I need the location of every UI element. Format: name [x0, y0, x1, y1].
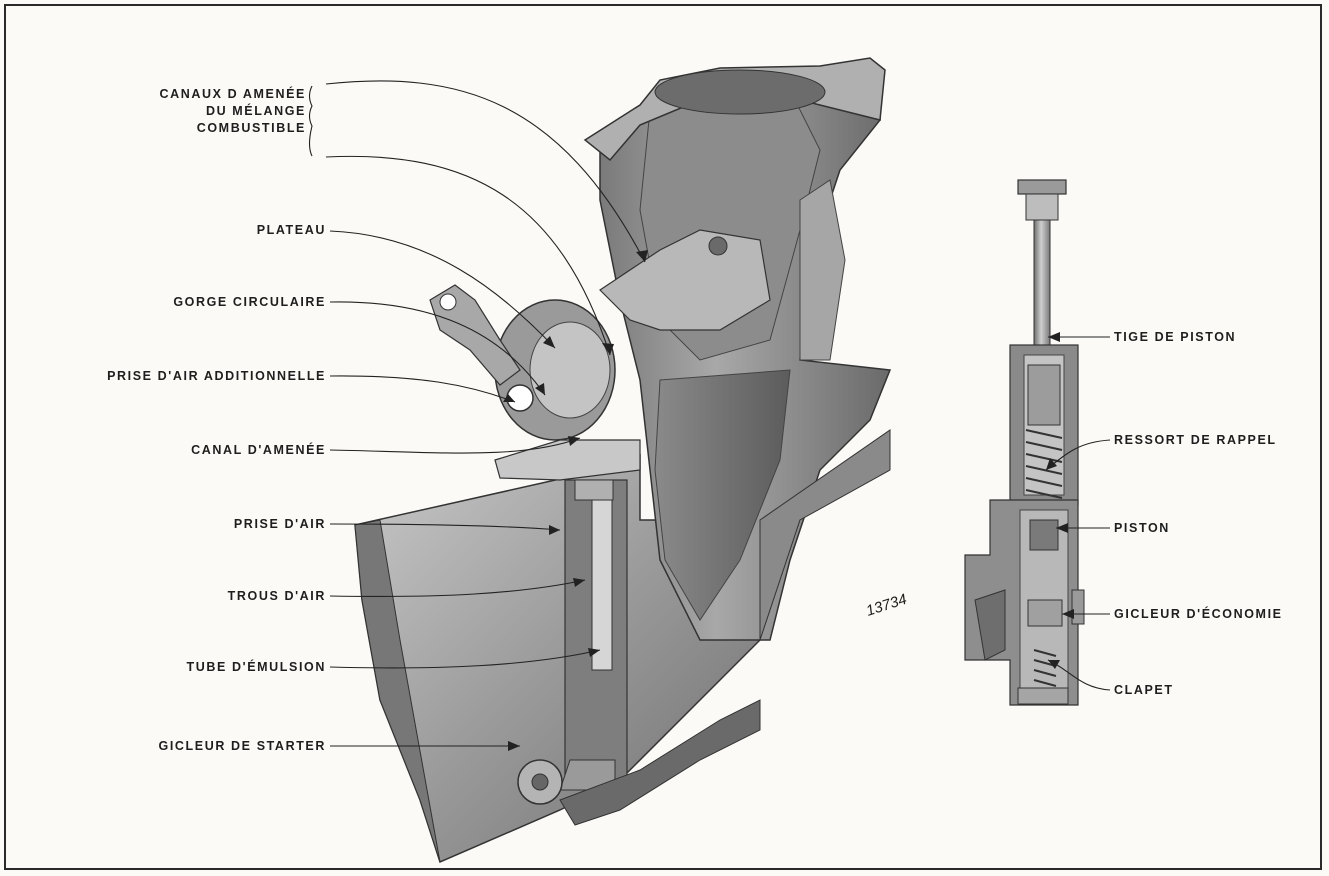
arrow-canaux-2 — [602, 343, 614, 355]
leader-trous — [329, 579, 586, 598]
return-spring — [1025, 429, 1063, 499]
label-canaux-line3: COMBUSTIBLE — [196, 121, 306, 135]
valve-spring — [1033, 649, 1057, 687]
arrow-gorge — [535, 383, 545, 395]
leader-prise-air — [329, 523, 561, 531]
label-canaux: CANAUX D AMENÉE DU MÉLANGE COMBUSTIBLE — [96, 86, 306, 137]
main-carburetor-body: 13734 — [354, 57, 909, 864]
flange-bore-opening — [654, 69, 826, 115]
label-gorge: GORGE CIRCULAIRE — [173, 295, 326, 309]
canal-plate — [494, 439, 641, 481]
arrow-gicleur-eco — [1062, 609, 1074, 619]
starter-jet-center — [531, 773, 549, 791]
lever-hole — [439, 293, 457, 311]
body-right-edge — [759, 429, 891, 641]
screw-hole — [708, 236, 728, 256]
label-prise-add: PRISE D'AIR ADDITIONNELLE — [107, 369, 326, 383]
label-gicleur-starter: GICLEUR DE STARTER — [158, 739, 326, 753]
piston-top — [1027, 364, 1061, 426]
label-canaux-line1: CANAUX D AMENÉE — [159, 87, 306, 101]
body-left-face — [354, 519, 441, 863]
label-trous: TROUS D'AIR — [227, 589, 326, 603]
arrow-tige — [1048, 332, 1060, 342]
right-fitting — [1071, 589, 1085, 625]
economy-jet — [1027, 599, 1063, 627]
label-tige: TIGE DE PISTON — [1114, 330, 1237, 344]
arrow-ressort — [1046, 458, 1057, 470]
leader-tube — [329, 649, 601, 669]
arrow-prise-air — [549, 525, 560, 535]
figure-frame — [4, 4, 1322, 870]
leader-canaux-2 — [325, 155, 611, 356]
leader-prise-add — [329, 375, 516, 403]
economy-device — [964, 179, 1085, 706]
leader-gorge — [329, 301, 546, 396]
arrow-piston — [1056, 523, 1068, 533]
arrow-gicleur-starter — [508, 741, 520, 751]
lever-arm — [429, 284, 521, 386]
piston-rod — [1033, 219, 1051, 351]
brace-canaux — [308, 85, 313, 157]
label-clapet: CLAPET — [1114, 683, 1174, 697]
plateau-shelf — [599, 229, 771, 331]
side-channel — [974, 589, 1006, 661]
label-prise-air: PRISE D'AIR — [233, 517, 326, 531]
piston-body — [1029, 519, 1059, 551]
emulsion-tube — [591, 479, 613, 671]
air-jet-cap — [574, 479, 614, 501]
bottom-cap — [1017, 687, 1069, 705]
leader-canal — [329, 437, 581, 454]
rod-cap — [1017, 179, 1067, 195]
label-plateau: PLATEAU — [256, 223, 326, 237]
label-canal: CANAL D'AMENÉE — [191, 443, 326, 457]
bore-venturi — [654, 369, 791, 621]
figure-number: 13734 — [864, 591, 909, 620]
arrow-tube — [588, 648, 600, 657]
leader-plateau — [329, 230, 556, 349]
arrow-canal — [568, 436, 580, 446]
arrow-trous — [573, 578, 585, 587]
leader-canaux-1 — [325, 80, 646, 263]
label-piston: PISTON — [1114, 521, 1170, 535]
throat-right-wall — [799, 179, 846, 361]
label-tube: TUBE D'ÉMULSION — [186, 660, 326, 674]
label-ressort: RESSORT DE RAPPEL — [1114, 433, 1277, 447]
arrow-plateau — [543, 336, 555, 348]
arrow-canaux-1 — [636, 250, 648, 262]
rod-collar — [1025, 193, 1059, 221]
label-canaux-line2: DU MÉLANGE — [205, 104, 306, 118]
air-intake-inner — [529, 321, 611, 419]
body-foot — [559, 699, 761, 826]
arrow-clapet — [1048, 660, 1060, 669]
arrowheads — [503, 250, 1074, 751]
arrow-prise-add — [503, 394, 515, 402]
label-gicleur-eco: GICLEUR D'ÉCONOMIE — [1114, 607, 1283, 621]
